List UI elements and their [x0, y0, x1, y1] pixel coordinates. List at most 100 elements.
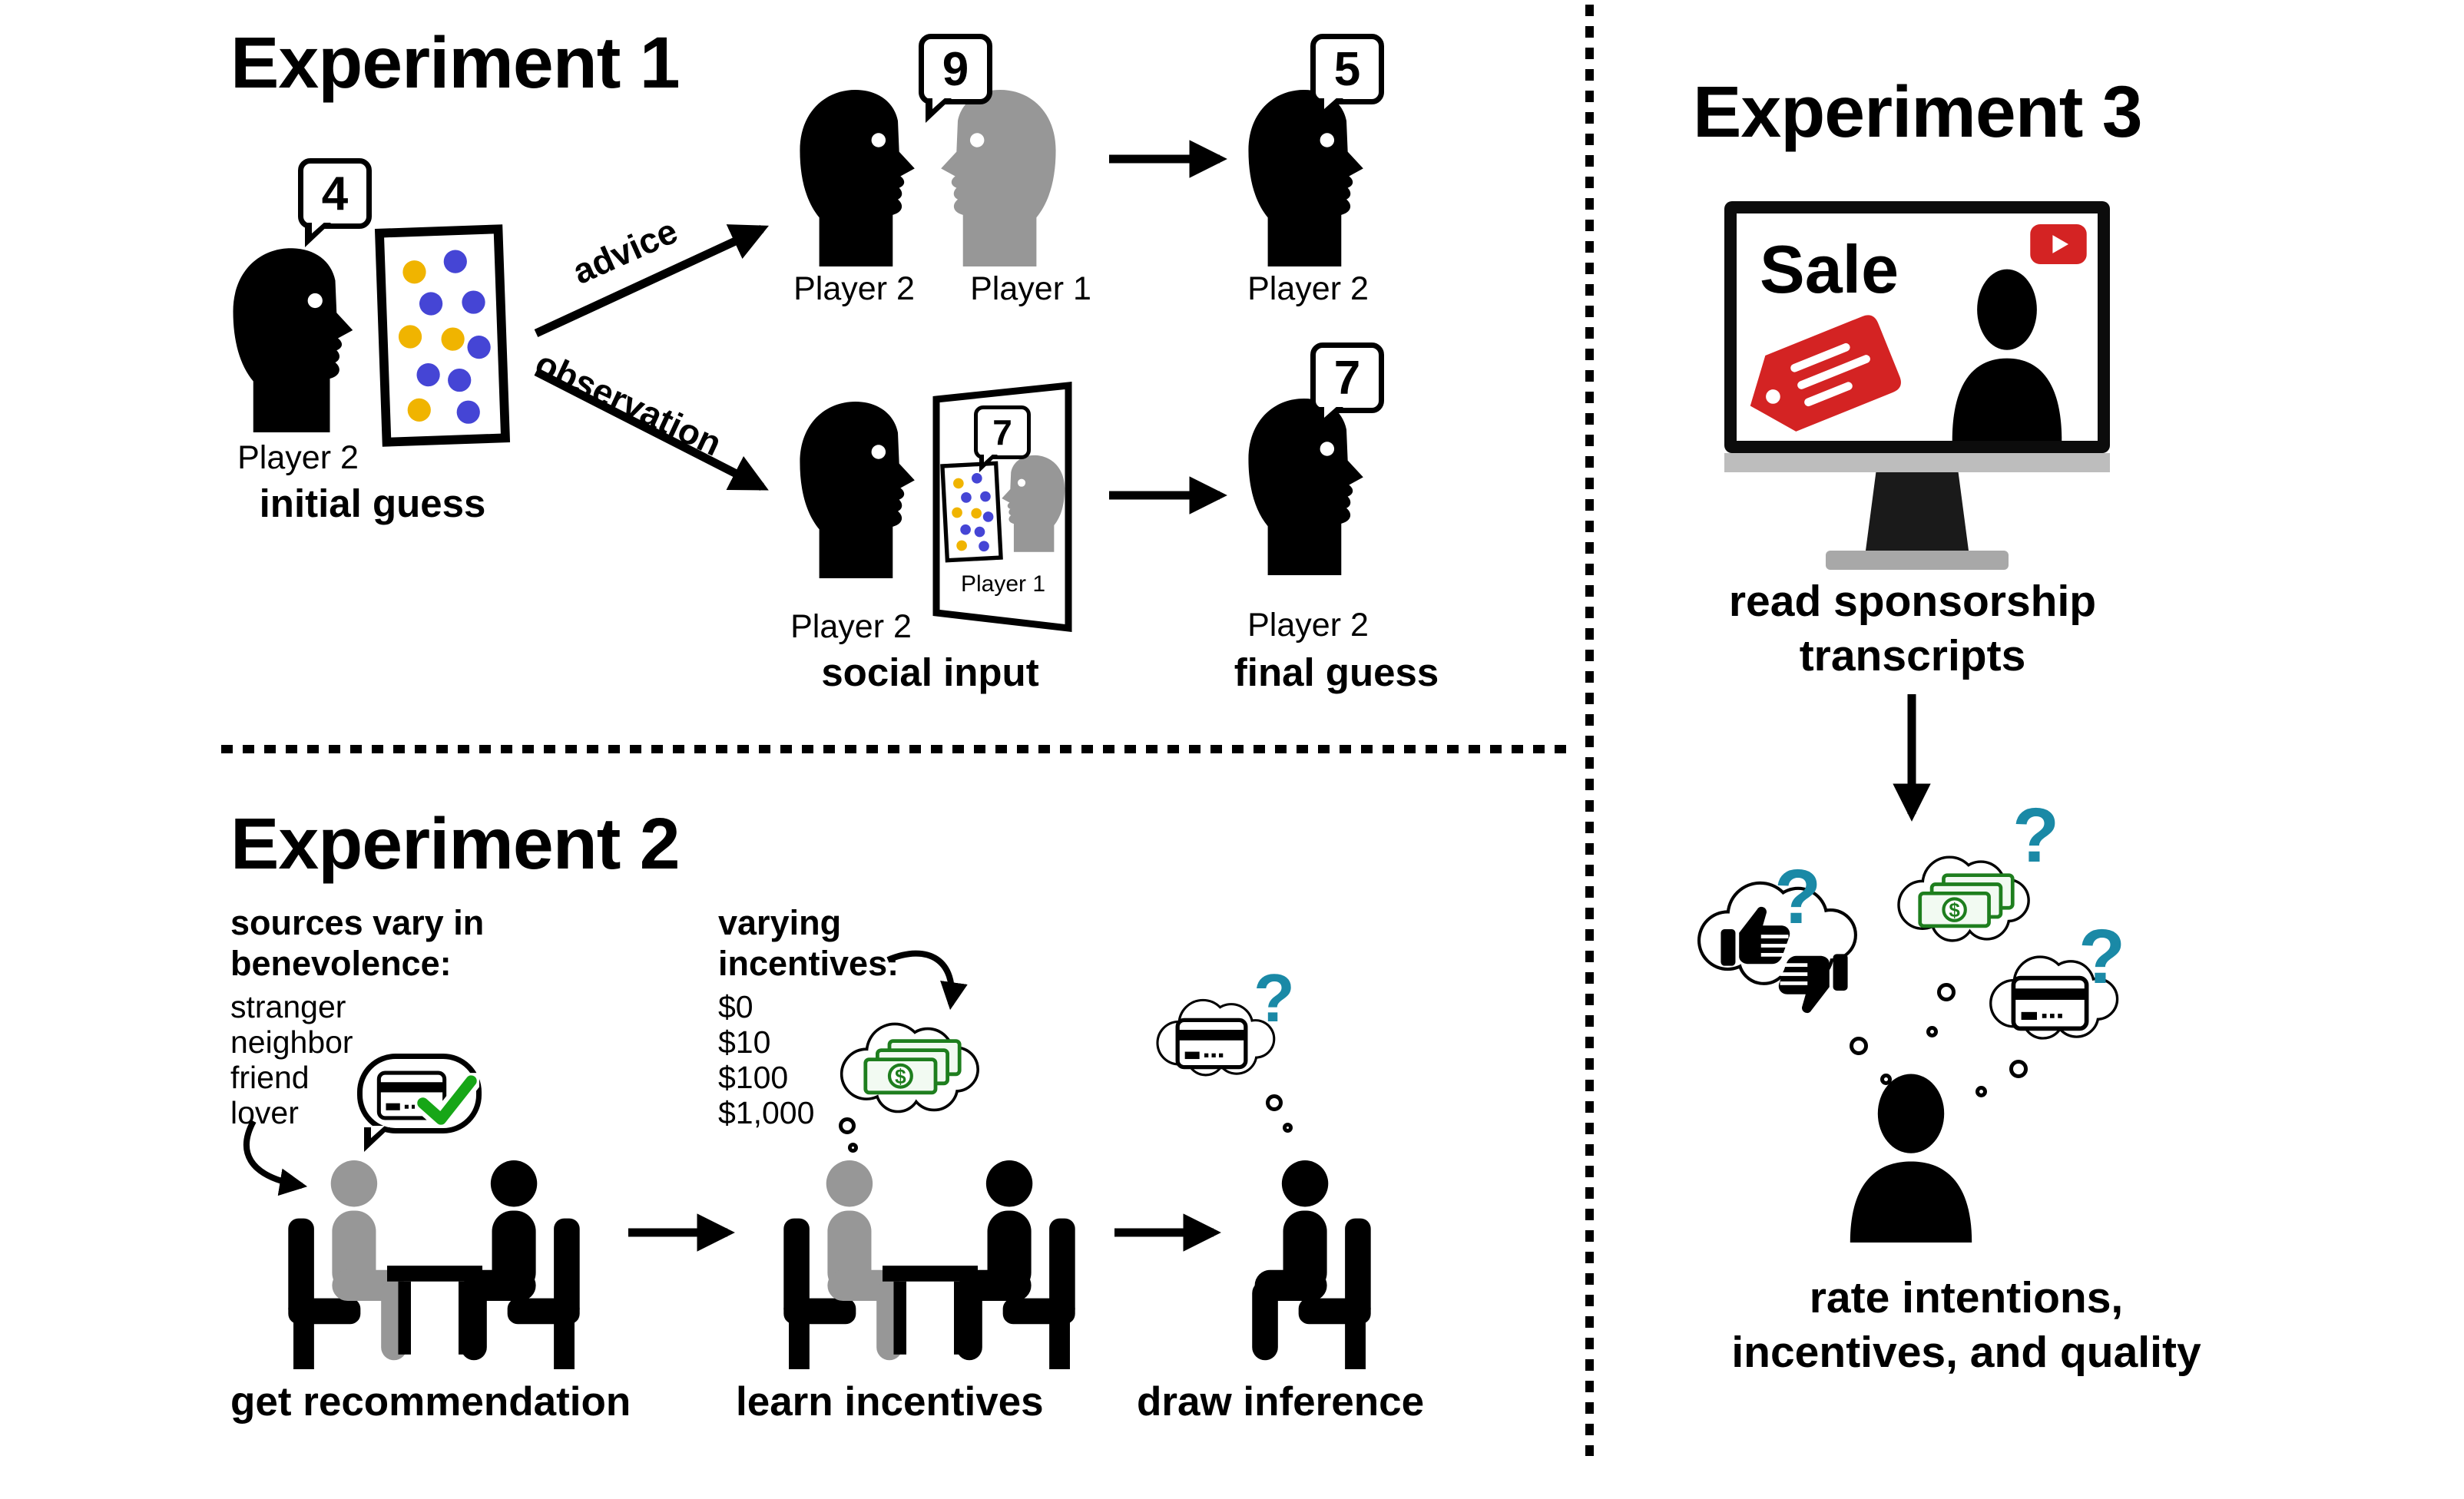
sources-list: stranger neighbor friend lover: [230, 989, 353, 1130]
creator-person-icon: [1945, 264, 2069, 441]
thumbs-down-icon: [1773, 952, 1850, 1020]
thought-dot: [839, 1117, 856, 1134]
step-arrow-2: [1114, 1213, 1221, 1252]
observation-arrow: [534, 368, 769, 491]
dollar-glyph: $: [895, 1065, 906, 1088]
screen-player1-label: Player 1: [960, 571, 1046, 597]
credit-card-icon: [1175, 1018, 1248, 1070]
source-item: lover: [230, 1095, 299, 1130]
social-input-caption: social input: [821, 650, 1039, 694]
player2-label: Player 2: [1247, 270, 1369, 307]
incentives-list: $0 $10 $100 $1,000: [718, 989, 814, 1130]
read-caption: read sponsorship transcripts: [1644, 574, 2181, 684]
observation-result-arrow: [1109, 476, 1227, 515]
player2-face-icon: [797, 398, 926, 578]
rate-caption-line2: incentives, and quality: [1731, 1328, 2201, 1378]
question-mark: ?: [1254, 960, 1295, 1036]
incentive-item: $10: [718, 1024, 771, 1060]
rate-caption: rate intentions, incentives, and quality: [1651, 1271, 2281, 1381]
rater-person-icon: [1842, 1069, 1980, 1243]
observation-screen: 7 Player 1: [931, 381, 1074, 633]
credit-card-icon: [2011, 975, 2089, 1031]
advice-bubble: 9: [919, 34, 992, 123]
money-icon: $: [863, 1039, 962, 1095]
sale-text: Sale: [1760, 231, 1899, 307]
incentives-pointer-arrow: [886, 950, 968, 1011]
advice-arrow: [534, 224, 769, 337]
player2-label: Player 2: [793, 270, 915, 307]
final-guess-caption: final guess: [1234, 650, 1439, 694]
monitor-screen: Sale: [1737, 213, 2098, 441]
horizontal-divider: [221, 745, 1575, 753]
recommendation-bubble: [357, 1054, 482, 1152]
incentive-item: $0: [718, 989, 753, 1024]
experiment-1-title: Experiment 1: [230, 22, 681, 104]
player2-label: Player 2: [790, 608, 912, 645]
money-icon: $: [1918, 873, 2015, 928]
table-icon: [883, 1266, 978, 1357]
thought-dot: [1850, 1037, 1868, 1055]
draw-inference-scene: [1244, 1150, 1386, 1368]
step-arrow-1: [628, 1213, 735, 1252]
monitor-stand: [1866, 472, 1969, 551]
thought-dot: [1283, 1123, 1293, 1133]
thought-dot: [1976, 1086, 1987, 1097]
incentives-heading-line2: incentives:: [718, 944, 899, 984]
incentives-heading-line1: varying: [718, 903, 842, 942]
video-play-icon: [2030, 224, 2087, 264]
question-mark: ?: [2078, 914, 2126, 1000]
sources-heading-line2: benevolence:: [230, 944, 452, 984]
player1-label: Player 1: [970, 270, 1091, 307]
monitor-chin: [1724, 453, 2110, 472]
inferring-person-icon: [1244, 1157, 1386, 1369]
step1-label: get recommendation: [230, 1379, 631, 1425]
thought-dot: [1926, 1026, 1938, 1037]
get-recommendation-scene: [273, 1150, 595, 1368]
sources-pointer-arrow: [243, 1120, 308, 1196]
player2-face-icon: [797, 86, 926, 266]
final-guess-bubble: 7: [1310, 342, 1384, 432]
table-icon: [387, 1266, 482, 1357]
monitor-base: [1826, 551, 2009, 570]
sources-heading-line1: sources vary in: [230, 903, 485, 942]
step3-label: draw inference: [1137, 1379, 1425, 1425]
player2-label: Player 2: [237, 439, 359, 476]
thought-dot: [1937, 983, 1956, 1001]
advice-result-bubble: 5: [1310, 34, 1384, 123]
initial-guess-bubble: 4: [298, 158, 372, 247]
incentive-item: $1,000: [718, 1095, 815, 1130]
screen-guess-bubble: 7: [974, 405, 1031, 472]
advice-result-arrow: [1109, 140, 1227, 178]
player2-label: Player 2: [1247, 607, 1369, 644]
thought-dot: [2009, 1060, 2028, 1078]
dot-board-icon: [374, 223, 511, 448]
source-item: neighbor: [230, 1024, 353, 1060]
player1-face-icon: [995, 453, 1066, 552]
question-mark: ?: [1774, 854, 1822, 940]
monitor: Sale: [1724, 201, 2110, 570]
question-mark: ?: [2012, 793, 2060, 879]
price-tag-icon: [1737, 309, 1907, 441]
incentive-item: $100: [718, 1060, 789, 1095]
experiment-2-title: Experiment 2: [230, 803, 681, 885]
read-caption-line2: transcripts: [1799, 631, 2026, 681]
source-item: friend: [230, 1060, 310, 1095]
check-icon: [415, 1073, 479, 1127]
player2-face-icon: [230, 244, 365, 432]
thought-dot: [848, 1143, 858, 1153]
read-caption-line1: read sponsorship: [1728, 577, 2097, 626]
dot-board-icon: [940, 461, 1004, 563]
incentives-heading: varying incentives:: [718, 902, 899, 984]
step2-label: learn incentives: [736, 1379, 1044, 1425]
source-item: stranger: [230, 989, 346, 1024]
initial-guess-caption: initial guess: [259, 481, 486, 525]
player2-face-icon: [1246, 86, 1375, 266]
rate-caption-line1: rate intentions,: [1809, 1273, 2124, 1322]
vertical-divider: [1585, 5, 1594, 1456]
screen-frame: [932, 382, 1072, 633]
player2-face-icon: [1246, 395, 1375, 575]
thought-dot: [1880, 1074, 1892, 1085]
learn-incentives-scene: [768, 1150, 1091, 1368]
dollar-glyph: $: [1949, 898, 1960, 922]
